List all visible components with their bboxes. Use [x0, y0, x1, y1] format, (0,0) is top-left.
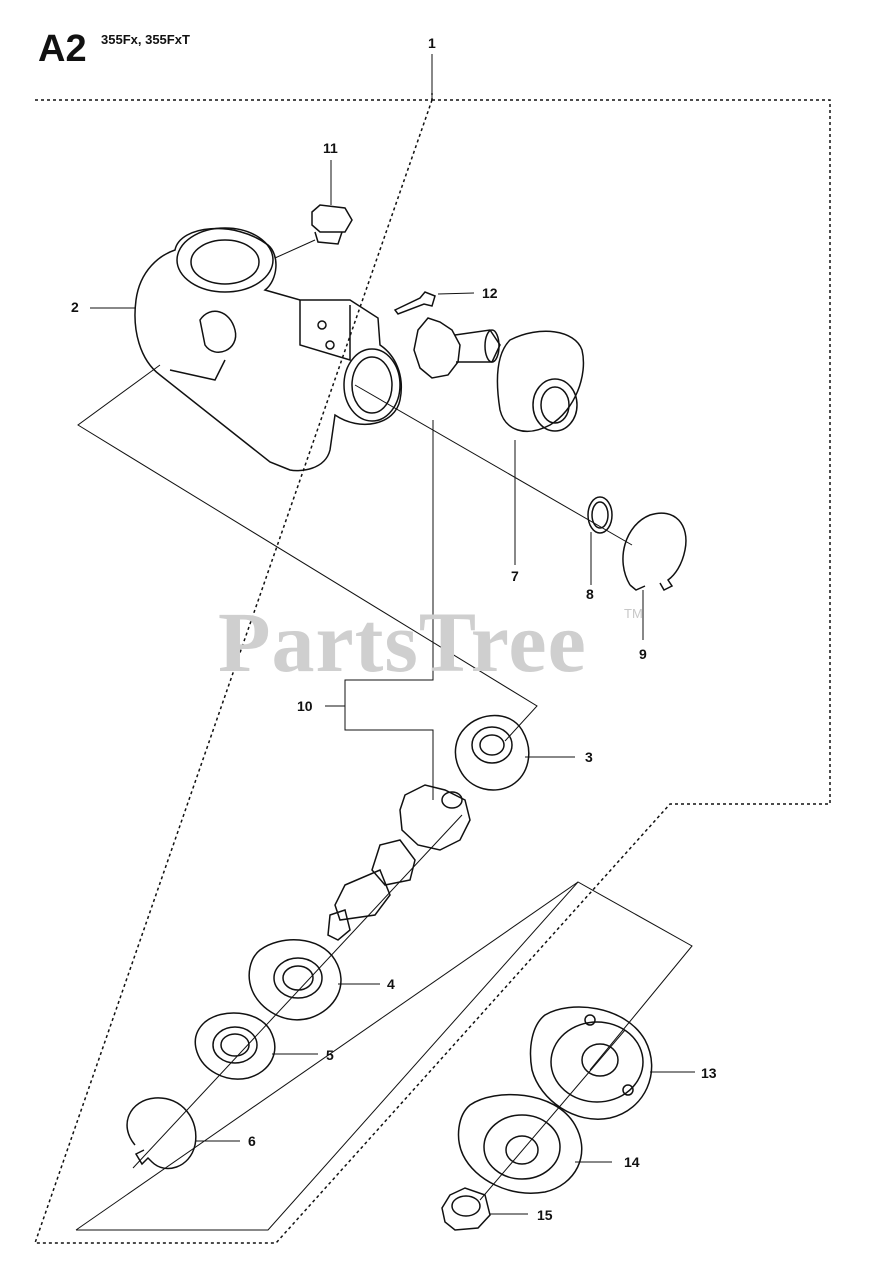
clamp-group-outline	[76, 881, 693, 1231]
screw-part	[393, 291, 436, 315]
callout-8[interactable]: 8	[586, 586, 594, 602]
watermark-trademark: TM	[624, 606, 643, 621]
callout-4[interactable]: 4	[387, 976, 395, 992]
callout-2[interactable]: 2	[71, 299, 79, 315]
model-names: 355Fx, 355FxT	[101, 32, 190, 47]
callout-12[interactable]: 12	[482, 285, 498, 301]
diagram-code: A2	[38, 28, 87, 70]
flange-part-13	[529, 1006, 653, 1120]
bearing-part-4	[248, 939, 342, 1021]
retaining-ring-part-8	[587, 496, 613, 534]
nut-part	[441, 1187, 491, 1231]
callout-7[interactable]: 7	[511, 568, 519, 584]
bearing-part-7	[496, 330, 585, 433]
callout-15[interactable]: 15	[537, 1207, 553, 1223]
callout-11[interactable]: 11	[323, 140, 338, 156]
support-washer-part	[457, 1093, 583, 1194]
watermark-text: PartsTree	[218, 594, 587, 690]
callout-6[interactable]: 6	[248, 1133, 256, 1149]
bearing-part-3	[454, 714, 530, 791]
pinion-gear-part	[413, 317, 501, 379]
housing-group-outline	[77, 364, 538, 742]
circlip-part-9	[622, 512, 687, 591]
drive-shaft-part	[327, 784, 471, 941]
callout-9[interactable]: 9	[639, 646, 647, 662]
callout-10[interactable]: 10	[297, 698, 313, 714]
callout-1[interactable]: 1	[428, 35, 436, 51]
plug-part	[311, 204, 353, 245]
circlip-part-6	[126, 1097, 197, 1170]
callout-3[interactable]: 3	[585, 749, 593, 765]
callout-14[interactable]: 14	[624, 1154, 640, 1170]
gear-housing-part	[134, 227, 402, 472]
oil-seal-part	[194, 1012, 276, 1080]
callout-5[interactable]: 5	[326, 1047, 334, 1063]
callout-13[interactable]: 13	[701, 1065, 717, 1081]
